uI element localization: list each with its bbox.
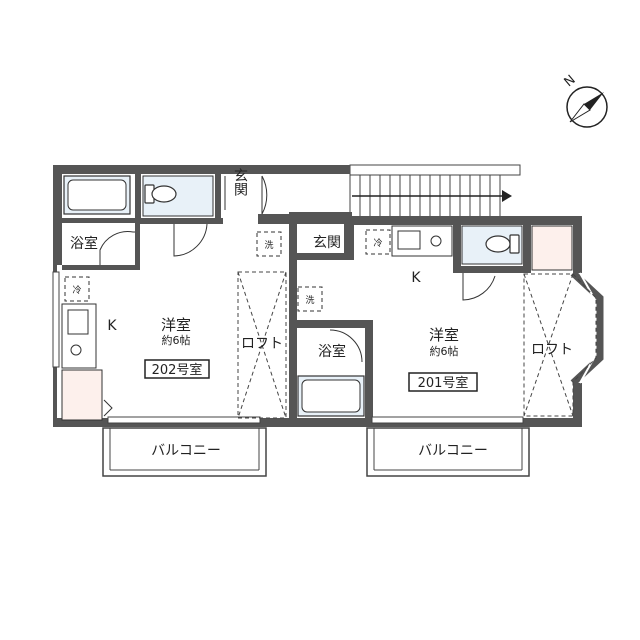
compass-north-label: N — [562, 72, 579, 90]
bath-label-201: 浴室 — [318, 343, 346, 360]
bath-label-202: 浴室 — [70, 235, 98, 252]
unit-201: 玄関 冷 K 洗 浴室 洋室 約6帖 201号室 ロフト — [297, 225, 597, 417]
loft-label-201: ロフト — [531, 342, 573, 358]
fridge-mark-201: 冷 — [373, 237, 382, 249]
north-arrow-icon: N — [562, 72, 608, 128]
toilet-icon — [485, 234, 520, 254]
room-number-202: 202号室 — [152, 362, 203, 378]
washer-mark-202: 洗 — [264, 239, 273, 251]
kitchen-label-202: K — [107, 318, 117, 334]
entrance-label-202: 玄関 — [232, 167, 248, 197]
balcony-201: バルコニー — [366, 427, 530, 477]
loft-label-202: ロフト — [241, 336, 283, 352]
balcony-label-201: バルコニー — [418, 443, 488, 459]
toilet-icon — [144, 184, 177, 204]
unit-202: 玄関 浴室 洗 冷 K 洋室 約6帖 202号室 ロフト — [61, 167, 287, 421]
kitchen-label-201: K — [411, 270, 421, 286]
room-size-201: 約6帖 — [430, 344, 459, 358]
staircase — [349, 164, 521, 218]
fridge-mark-202: 冷 — [72, 284, 81, 296]
room-number-201: 201号室 — [418, 375, 469, 391]
room-label-202: 洋室 — [161, 316, 191, 334]
balcony-202: バルコニー — [102, 427, 267, 477]
room-label-201: 洋室 — [429, 326, 459, 344]
balcony-label-202: バルコニー — [151, 443, 221, 459]
room-size-202: 約6帖 — [162, 333, 191, 347]
windows — [52, 270, 604, 424]
entrance-label-201: 玄関 — [313, 234, 341, 251]
washer-mark-201: 洗 — [305, 294, 314, 306]
